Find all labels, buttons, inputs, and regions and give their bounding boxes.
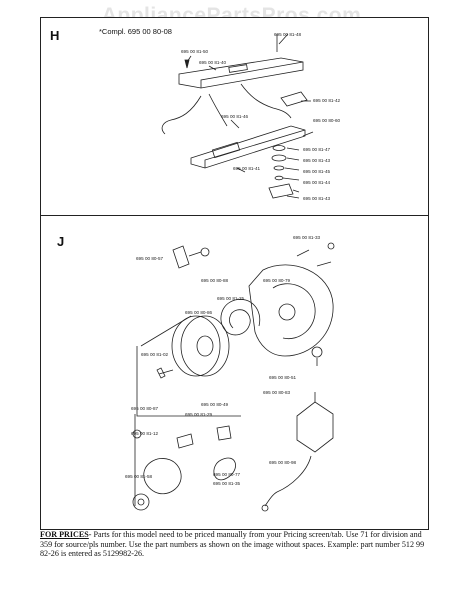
- part-number-label: 695 00 81-35: [213, 481, 241, 486]
- part-number-label: 695 00 80-83: [263, 390, 291, 395]
- section-h-panel: H *Compl. 695 00 80-08: [40, 17, 429, 216]
- part-number-label: 695 00 81-25: [217, 296, 245, 301]
- part-number-label: 695 00 81-43: [303, 158, 331, 163]
- part-number-label: 695 00 81-47: [303, 147, 331, 152]
- part-number-label: 695 00 81-46: [221, 114, 249, 119]
- part-number-label: 695 00 80-88: [201, 278, 229, 283]
- section-j-diagram: [132, 242, 335, 512]
- part-number-label: 695 00 81-43: [303, 196, 331, 201]
- part-number-label: 695 00 81-29: [185, 412, 213, 417]
- pricing-note-text: - Parts for this model need to be priced…: [40, 530, 425, 559]
- part-number-label: 695 00 81-02: [141, 352, 169, 357]
- section-j-letter: J: [57, 234, 65, 249]
- complete-assembly-label: *Compl. 695 00 80-08: [99, 27, 172, 36]
- section-h-letter: H: [50, 28, 60, 43]
- part-number-label: 695 00 80-51: [269, 375, 297, 380]
- part-number-label: 695 00 81-40: [199, 60, 227, 65]
- part-number-label: 695 00 81-50: [181, 49, 209, 54]
- part-number-label: 695 00 81-48: [274, 32, 302, 37]
- part-number-label: 695 00 81-44: [303, 180, 331, 185]
- pricing-note-lead: FOR PRICES: [40, 530, 89, 539]
- part-number-label: 695 00 81-42: [313, 98, 341, 103]
- part-number-label: 695 00 80-87: [131, 406, 159, 411]
- part-number-label: 695 00 81-45: [303, 169, 331, 174]
- section-j-panel: J: [40, 215, 429, 530]
- part-number-label: 695 00 81-41: [233, 166, 261, 171]
- part-number-label: 695 00 80-77: [213, 472, 241, 477]
- part-number-label: 695 00 80-79: [263, 278, 291, 283]
- part-number-label: 695 00 81-12: [131, 431, 159, 436]
- pricing-note: FOR PRICES- Parts for this model need to…: [40, 530, 430, 559]
- part-number-label: 695 00 81-33: [293, 235, 321, 240]
- section-h-diagram: [161, 33, 314, 199]
- part-number-label: 695 00 81-58: [125, 474, 153, 479]
- part-number-label: 695 00 80-49: [201, 402, 229, 407]
- part-number-label: 695 00 80-60: [313, 118, 341, 123]
- part-number-label: 695 00 80-57: [136, 256, 164, 261]
- part-number-label: 695 00 80-98: [269, 460, 297, 465]
- part-number-label: 695 00 80-86: [185, 310, 213, 315]
